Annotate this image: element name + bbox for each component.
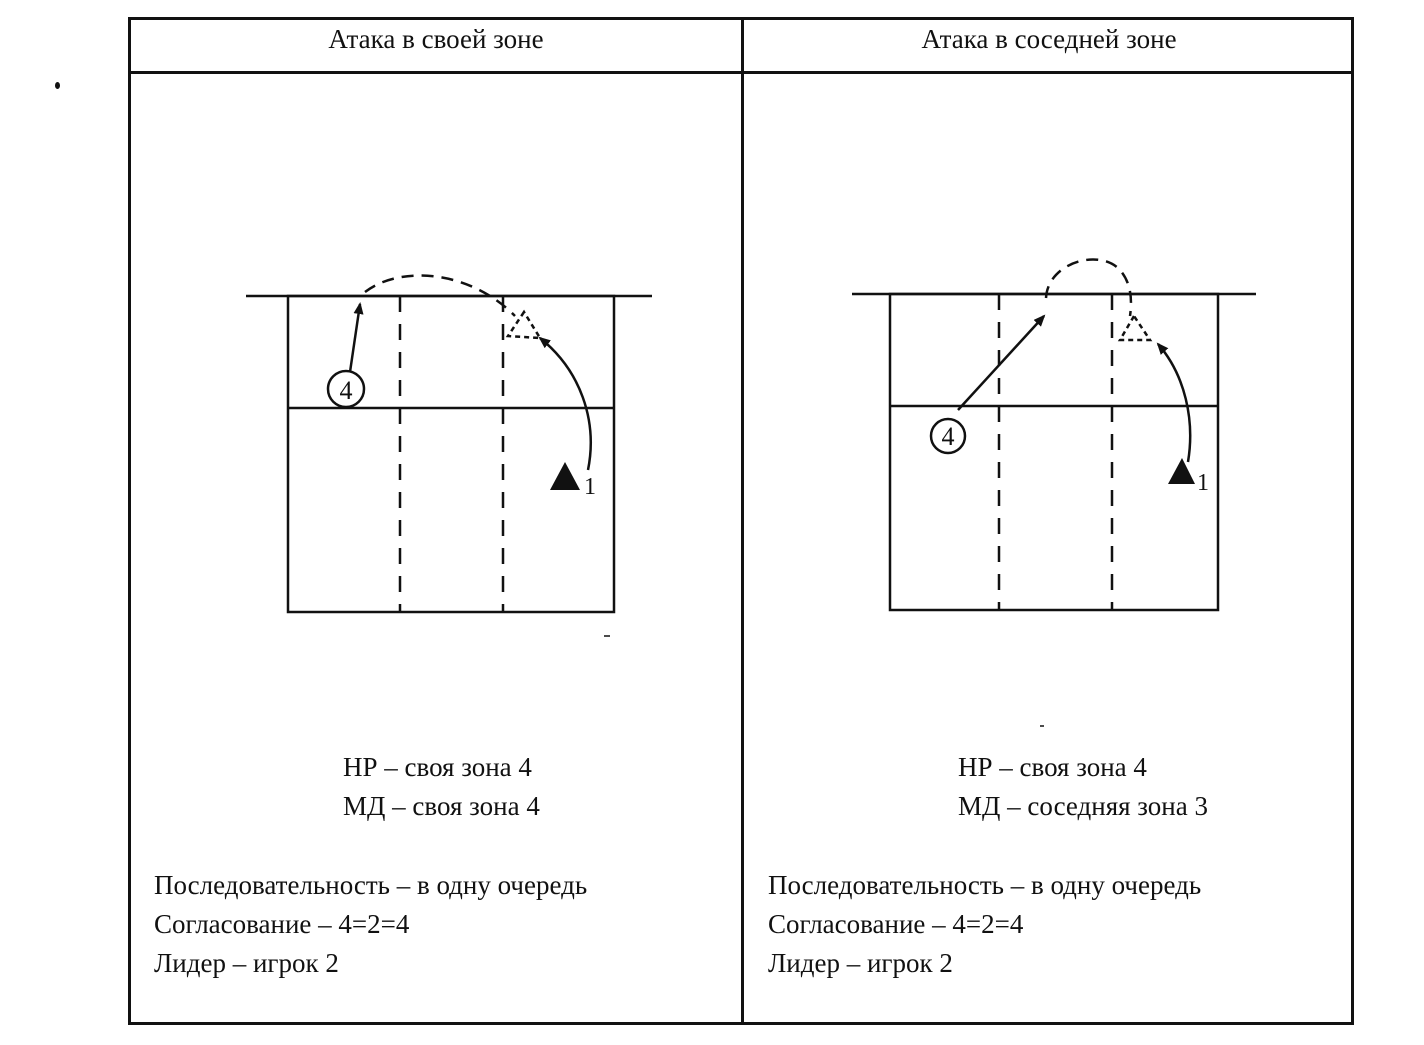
player-4-circle [326, 369, 366, 409]
right-detail-sequence: Последовательность – в одну очередь [768, 870, 1202, 900]
left-detail-coordination: Согласование – 4=2=4 [154, 909, 410, 939]
court-outline [286, 294, 616, 614]
player-1-triangle-icon [550, 462, 580, 490]
left-detail-sequence: Последовательность – в одну очередь [154, 870, 588, 900]
right-player-triangle-label: 1 [1197, 470, 1209, 496]
court-outline [888, 292, 1220, 612]
setter-position-dashed-triangle [505, 309, 543, 340]
right-player-circle-label: 4 [942, 422, 955, 451]
attacker-run-arrow [957, 314, 1046, 411]
left-player-triangle-label: 1 [584, 474, 596, 500]
stray-mark [55, 82, 60, 89]
right-zone-line-1: НР – своя зона 4 [958, 752, 1147, 782]
column-divider [741, 17, 744, 1025]
left-player-circle-label: 4 [340, 376, 353, 405]
set-trajectory-dashed [1044, 258, 1133, 317]
left-zone-line-2: МД – своя зона 4 [343, 791, 540, 821]
header-separator [128, 71, 1354, 74]
left-column-title: Атака в своей зоне [328, 24, 544, 54]
right-column-title: Атака в соседней зоне [921, 24, 1177, 54]
left-zone-line-1: НР – своя зона 4 [343, 752, 532, 782]
right-court-diagram [852, 258, 1256, 612]
player-4-circle [929, 417, 967, 455]
left-court-diagram [246, 274, 652, 614]
right-zone-line-2: МД – соседняя зона 3 [958, 791, 1208, 821]
setter-run-arrow [538, 336, 592, 471]
left-detail-leader: Лидер – игрок 2 [154, 948, 339, 978]
right-detail-coordination: Согласование – 4=2=4 [768, 909, 1024, 939]
right-detail-leader: Лидер – игрок 2 [768, 948, 953, 978]
setter-run-arrow [1156, 342, 1192, 463]
set-trajectory-dashed [364, 274, 516, 317]
player-1-triangle-icon [1168, 458, 1195, 484]
attacker-run-arrow [348, 302, 364, 373]
setter-position-dashed-triangle [1117, 313, 1153, 342]
